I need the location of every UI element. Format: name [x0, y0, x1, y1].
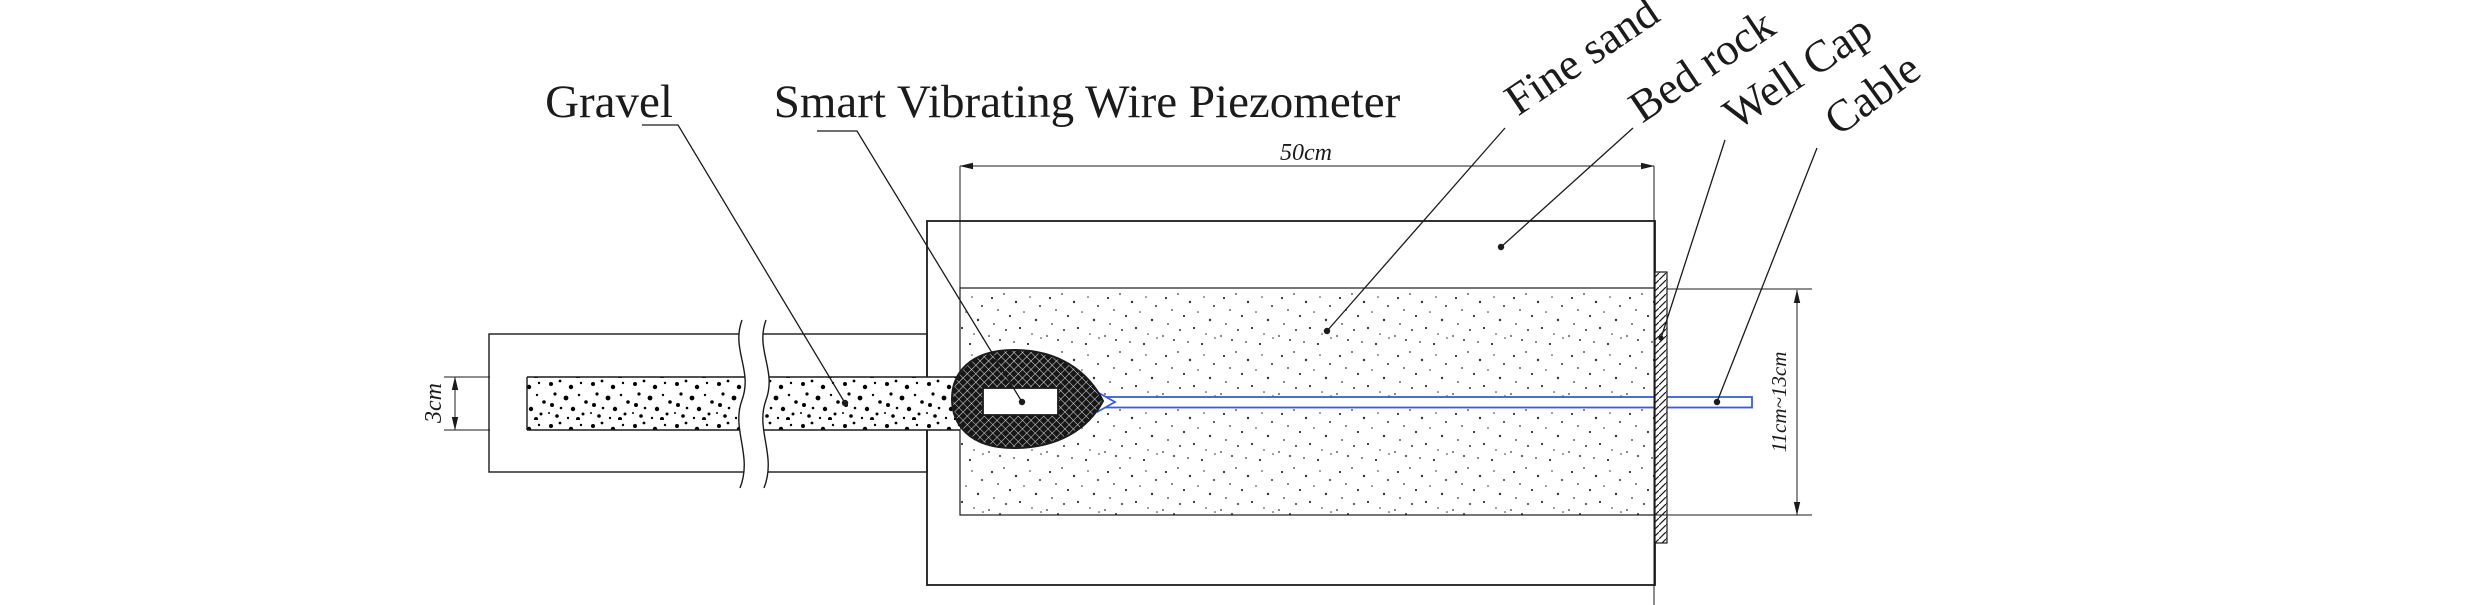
dim-50cm-text: 50cm	[1280, 140, 1332, 166]
leader-dots	[841, 243, 1721, 407]
well-cap-plate	[1654, 271, 1668, 544]
dim-3cm-text: 3cm	[421, 383, 447, 424]
dim-3cm: 3cm	[421, 376, 490, 431]
leader-gravel	[642, 124, 846, 404]
dim-50cm: 50cm	[959, 140, 1655, 605]
dim-11-13cm: 11cm~13cm	[1655, 288, 1812, 516]
leader-lines	[642, 124, 1818, 404]
leader-fine-sand	[1326, 127, 1506, 332]
leader-bed-rock	[1500, 127, 1634, 248]
piezometer-sensor-body	[950, 348, 1105, 450]
break-symbol	[738, 319, 770, 489]
leader-well-cap	[1660, 139, 1726, 339]
label-piezometer: Smart Vibrating Wire Piezometer	[774, 76, 1401, 128]
dim-11-13cm-text: 11cm~13cm	[1767, 352, 1791, 453]
label-gravel: Gravel	[545, 76, 673, 128]
leader-cable	[1716, 147, 1818, 403]
leader-piezometer	[817, 130, 1023, 403]
